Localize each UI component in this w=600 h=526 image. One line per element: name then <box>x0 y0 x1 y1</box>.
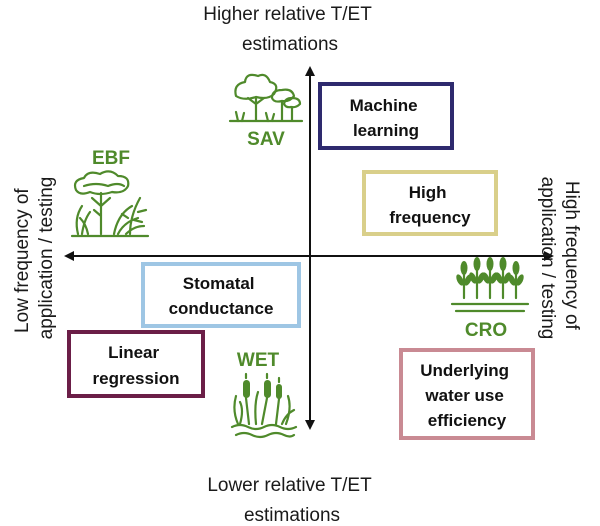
underlying-wue-label: Underlying water use efficiency <box>420 361 514 430</box>
bottom-axis-label: Lower relative T/ET estimations <box>207 475 376 526</box>
forest-icon <box>70 170 150 238</box>
machine-learning-label: Machine learning <box>350 96 423 140</box>
top-axis-label: Higher relative T/ET estimations <box>203 4 377 55</box>
linear-regression-frame <box>67 330 205 398</box>
underlying-wue-box: Underlying water use efficiency <box>399 348 535 440</box>
stomatal-conductance-frame <box>141 262 301 328</box>
underlying-wue-frame <box>399 348 535 440</box>
machine-learning-frame <box>318 82 454 150</box>
machine-learning-box: Machine learning <box>318 82 454 150</box>
cattail-icon <box>230 372 298 439</box>
cro-label: CRO <box>465 320 507 341</box>
high-frequency-frame <box>362 170 498 236</box>
savanna-icon <box>228 73 304 123</box>
linear-regression-label: Linear regression <box>93 343 180 388</box>
linear-regression-box: Linear regression <box>67 330 205 398</box>
left-axis-label: Low frequency of application / testing <box>12 177 57 340</box>
ebf-label: EBF <box>92 148 130 169</box>
wet-label: WET <box>237 350 280 371</box>
stomatal-conductance-label: Stomatal conductance <box>169 274 274 318</box>
right-axis-label: High frequency of application / testing <box>537 177 582 340</box>
stomatal-conductance-box: Stomatal conductance <box>141 262 301 328</box>
high-frequency-label: High frequency <box>389 183 471 227</box>
high-frequency-box: High frequency <box>362 170 498 236</box>
sav-label: SAV <box>247 129 285 150</box>
wheat-icon <box>450 257 530 313</box>
